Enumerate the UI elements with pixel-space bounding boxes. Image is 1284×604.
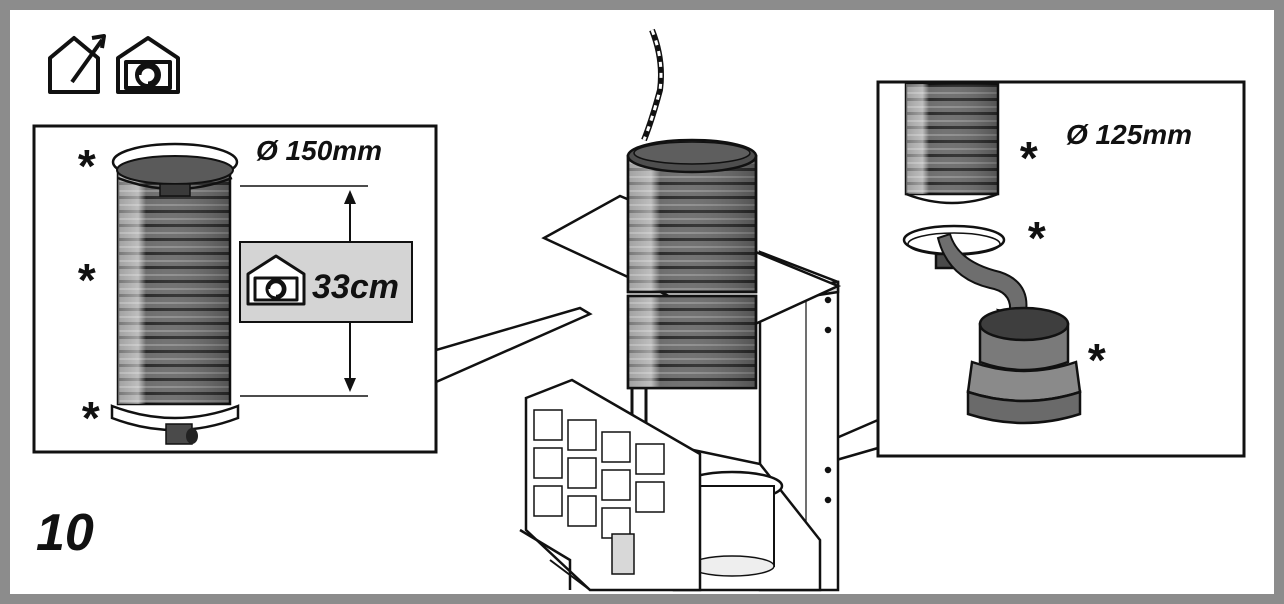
hood-assembly (519, 28, 842, 592)
length-callout-box (239, 241, 413, 323)
duct-adapter (966, 306, 1082, 425)
asterisk-duct-bottom: * (80, 392, 100, 444)
asterisk-adapter: * (1086, 334, 1106, 386)
length-33cm-label: 33cm (312, 268, 399, 306)
house-recirculation-icon (246, 254, 306, 306)
asterisk-clamp: * (1026, 212, 1046, 264)
asterisk-duct: * (1018, 132, 1038, 184)
left-callout-pointer (434, 306, 593, 384)
duct-150mm (110, 142, 240, 445)
house-recirculation-icon (116, 36, 180, 94)
diameter-150-label: Ø 150mm (256, 135, 382, 166)
duct-125mm (904, 82, 1000, 205)
left-panel: * * * Ø 150mm 33cm (32, 124, 438, 454)
diameter-125-label: Ø 125mm (1066, 119, 1192, 150)
step-number: 10 (36, 504, 94, 562)
house-exhaust-out-icon (48, 34, 106, 94)
right-panel: * * * Ø 125mm (876, 80, 1246, 458)
asterisk-duct-top: * (76, 140, 96, 192)
asterisk-duct-middle: * (76, 254, 96, 306)
